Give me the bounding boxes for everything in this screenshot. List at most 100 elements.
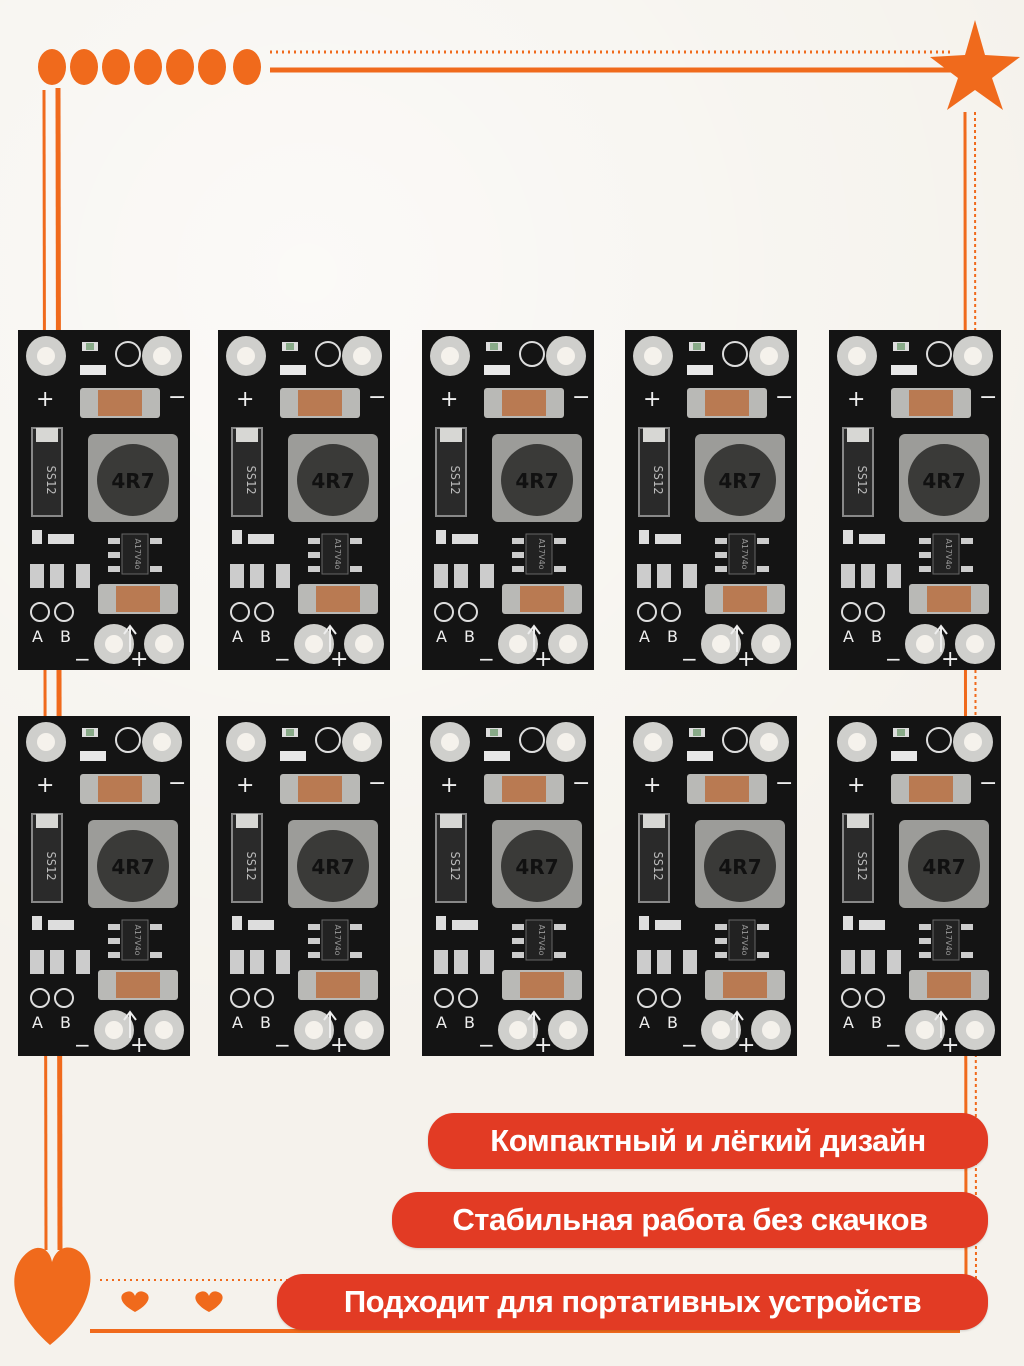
svg-text:−: − xyxy=(775,385,793,410)
pcb-board-module: SS12 4R7 A17V4o A B + − − xyxy=(422,716,594,1060)
svg-text:B: B xyxy=(464,1013,475,1032)
svg-text:A17V4o: A17V4o xyxy=(133,538,142,569)
svg-text:A: A xyxy=(639,627,650,646)
svg-text:−: − xyxy=(168,385,186,410)
pcb-board-module: SS12 4R7 A17V4o A B + − − xyxy=(625,716,797,1060)
svg-text:B: B xyxy=(260,1013,271,1032)
pcb-board-module: SS12 4R7 A17V4o A B + − − xyxy=(625,330,797,674)
svg-text:SS12: SS12 xyxy=(651,852,665,881)
svg-text:+: + xyxy=(847,387,865,412)
svg-text:4R7: 4R7 xyxy=(922,469,965,493)
svg-text:B: B xyxy=(871,627,882,646)
svg-text:B: B xyxy=(871,1013,882,1032)
svg-text:−: − xyxy=(979,771,997,796)
svg-text:−: − xyxy=(681,1033,698,1056)
svg-text:A17V4o: A17V4o xyxy=(740,538,749,569)
svg-text:SS12: SS12 xyxy=(44,466,58,495)
svg-text:A17V4o: A17V4o xyxy=(740,924,749,955)
pcb-board-module: SS12 4R7 A17V4o A B + − − xyxy=(218,330,390,674)
pcb-board-module: SS12 4R7 A17V4o A B + − − xyxy=(18,330,190,674)
svg-text:+: + xyxy=(534,647,552,670)
svg-text:A: A xyxy=(639,1013,650,1032)
svg-text:−: − xyxy=(572,771,590,796)
svg-text:+: + xyxy=(534,1033,552,1056)
svg-text:SS12: SS12 xyxy=(244,466,258,495)
svg-text:+: + xyxy=(941,647,959,670)
svg-text:+: + xyxy=(440,387,458,412)
feature-badge-stable: Стабильная работа без скачков xyxy=(392,1192,988,1248)
svg-text:4R7: 4R7 xyxy=(922,855,965,879)
svg-text:SS12: SS12 xyxy=(651,466,665,495)
svg-text:−: − xyxy=(979,385,997,410)
svg-text:A17V4o: A17V4o xyxy=(333,538,342,569)
svg-text:B: B xyxy=(667,627,678,646)
svg-text:+: + xyxy=(236,387,254,412)
svg-text:SS12: SS12 xyxy=(855,852,869,881)
svg-text:−: − xyxy=(478,1033,495,1056)
svg-text:B: B xyxy=(60,627,71,646)
svg-text:A: A xyxy=(32,1013,43,1032)
svg-text:A: A xyxy=(436,627,447,646)
svg-text:4R7: 4R7 xyxy=(515,469,558,493)
svg-text:+: + xyxy=(737,1033,755,1056)
svg-text:+: + xyxy=(847,773,865,798)
svg-text:B: B xyxy=(667,1013,678,1032)
svg-text:+: + xyxy=(130,1033,148,1056)
svg-text:4R7: 4R7 xyxy=(515,855,558,879)
svg-text:A17V4o: A17V4o xyxy=(944,924,953,955)
svg-text:−: − xyxy=(74,647,91,670)
svg-text:−: − xyxy=(274,1033,291,1056)
svg-text:−: − xyxy=(885,1033,902,1056)
svg-text:A: A xyxy=(843,1013,854,1032)
svg-text:B: B xyxy=(260,627,271,646)
feature-badge-compact: Компактный и лёгкий дизайн xyxy=(428,1113,988,1169)
svg-text:A17V4o: A17V4o xyxy=(133,924,142,955)
svg-text:A17V4o: A17V4o xyxy=(333,924,342,955)
svg-text:−: − xyxy=(775,771,793,796)
svg-text:−: − xyxy=(478,647,495,670)
svg-text:4R7: 4R7 xyxy=(311,855,354,879)
svg-text:−: − xyxy=(885,647,902,670)
svg-text:+: + xyxy=(941,1033,959,1056)
svg-text:SS12: SS12 xyxy=(448,852,462,881)
svg-text:SS12: SS12 xyxy=(855,466,869,495)
svg-text:+: + xyxy=(330,1033,348,1056)
svg-text:+: + xyxy=(130,647,148,670)
svg-text:+: + xyxy=(737,647,755,670)
svg-text:A17V4o: A17V4o xyxy=(537,538,546,569)
svg-text:A: A xyxy=(32,627,43,646)
svg-text:−: − xyxy=(681,647,698,670)
svg-text:SS12: SS12 xyxy=(44,852,58,881)
svg-text:A: A xyxy=(843,627,854,646)
svg-text:+: + xyxy=(643,773,661,798)
pcb-board-module: SS12 4R7 A17V4o A B + − − xyxy=(218,716,390,1060)
feature-badge-portable: Подходит для портативных устройств xyxy=(277,1274,988,1330)
svg-text:−: − xyxy=(74,1033,91,1056)
svg-text:A: A xyxy=(436,1013,447,1032)
svg-text:A: A xyxy=(232,1013,243,1032)
svg-text:A17V4o: A17V4o xyxy=(944,538,953,569)
svg-text:−: − xyxy=(168,771,186,796)
svg-text:+: + xyxy=(643,387,661,412)
svg-text:4R7: 4R7 xyxy=(111,855,154,879)
svg-text:B: B xyxy=(464,627,475,646)
svg-text:A: A xyxy=(232,627,243,646)
svg-text:4R7: 4R7 xyxy=(718,855,761,879)
svg-text:−: − xyxy=(274,647,291,670)
svg-text:B: B xyxy=(60,1013,71,1032)
svg-text:−: − xyxy=(368,771,386,796)
svg-text:−: − xyxy=(368,385,386,410)
svg-text:4R7: 4R7 xyxy=(111,469,154,493)
svg-text:4R7: 4R7 xyxy=(311,469,354,493)
svg-text:+: + xyxy=(440,773,458,798)
svg-text:+: + xyxy=(36,773,54,798)
svg-text:+: + xyxy=(36,387,54,412)
pcb-board-module: SS12 4R7 A17V4o A B + − − xyxy=(829,716,1001,1060)
svg-text:SS12: SS12 xyxy=(448,466,462,495)
pcb-board-module: SS12 4R7 A17V4o A B + − − xyxy=(829,330,1001,674)
svg-text:−: − xyxy=(572,385,590,410)
svg-text:SS12: SS12 xyxy=(244,852,258,881)
pcb-board-module: SS12 4R7 A17V4o A B + − − xyxy=(422,330,594,674)
